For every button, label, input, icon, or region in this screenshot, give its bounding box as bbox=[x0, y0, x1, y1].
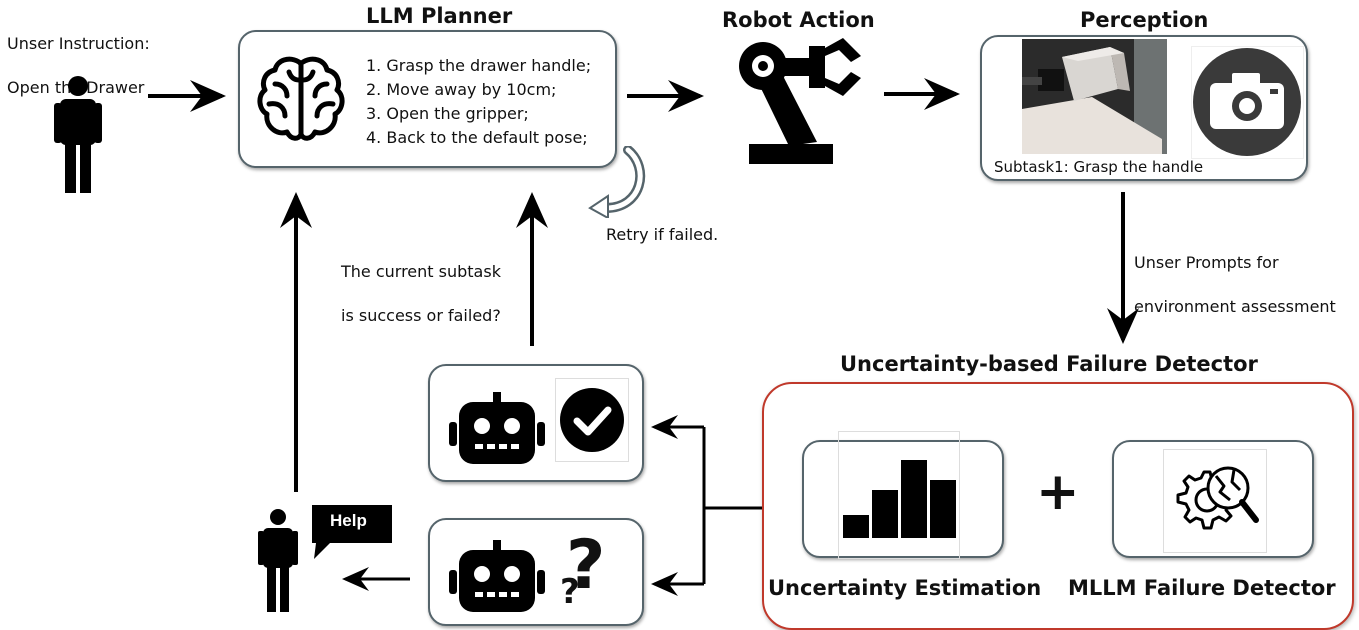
llm-planner-title: LLM Planner bbox=[366, 4, 513, 28]
user-instruction-line1: Unser Instruction: bbox=[7, 34, 150, 53]
uncertainty-chart-frame bbox=[838, 431, 960, 559]
helper-person-icon bbox=[258, 509, 298, 612]
camera-icon bbox=[1193, 48, 1301, 156]
retry-curved-arrow-icon bbox=[588, 146, 646, 218]
retry-label: Retry if failed. bbox=[606, 225, 719, 244]
robot-camera-photo bbox=[1022, 39, 1167, 154]
help-text: Help bbox=[330, 511, 367, 530]
uncertainty-label: Uncertainty Estimation bbox=[768, 576, 1042, 600]
robot-head-icon bbox=[449, 392, 545, 464]
uncertainty-bar-chart-icon bbox=[843, 460, 956, 538]
chart-bar bbox=[843, 515, 869, 538]
prompt-label-line1: Unser Prompts for bbox=[1134, 253, 1279, 272]
subtask-question-line1: The current subtask bbox=[341, 262, 501, 281]
mllm-label: MLLM Failure Detector bbox=[1068, 576, 1336, 600]
user-person-icon bbox=[54, 76, 102, 193]
prompt-label-line2: environment assessment bbox=[1134, 297, 1336, 316]
perception-title: Perception bbox=[1080, 8, 1209, 32]
mllm-icon-frame bbox=[1163, 449, 1267, 553]
question-mark-small: ? bbox=[560, 572, 580, 612]
camera-icon-frame bbox=[1191, 46, 1304, 159]
gear-magnifier-icon bbox=[1176, 466, 1259, 530]
checkmark-frame bbox=[555, 378, 629, 462]
question-mark-large: ? bbox=[566, 526, 606, 605]
robot-action-title: Robot Action bbox=[722, 8, 875, 32]
subtask-question: The current subtask is success or failed… bbox=[341, 239, 501, 349]
detector-title: Uncertainty-based Failure Detector bbox=[840, 352, 1258, 376]
chart-bar bbox=[930, 480, 956, 538]
planner-step: 4. Back to the default pose; bbox=[366, 128, 588, 147]
planner-step: 2. Move away by 10cm; bbox=[366, 80, 557, 99]
plus-sign: + bbox=[1036, 462, 1080, 522]
robot-head-icon bbox=[449, 540, 545, 612]
brain-icon bbox=[257, 56, 345, 141]
chart-bar bbox=[872, 490, 898, 538]
perception-caption: Subtask1: Grasp the handle bbox=[994, 158, 1204, 176]
chart-bar bbox=[901, 460, 927, 538]
planner-steps: 1. Grasp the drawer handle; 2. Move away… bbox=[366, 54, 591, 150]
planner-step: 3. Open the gripper; bbox=[366, 104, 529, 123]
prompt-label: Unser Prompts for environment assessment bbox=[1134, 230, 1336, 340]
planner-step: 1. Grasp the drawer handle; bbox=[366, 56, 592, 75]
robot-arm-icon bbox=[739, 38, 861, 164]
help-speech-bubble-icon bbox=[312, 505, 392, 559]
subtask-question-line2: is success or failed? bbox=[341, 306, 501, 325]
checkmark-icon bbox=[560, 388, 624, 452]
